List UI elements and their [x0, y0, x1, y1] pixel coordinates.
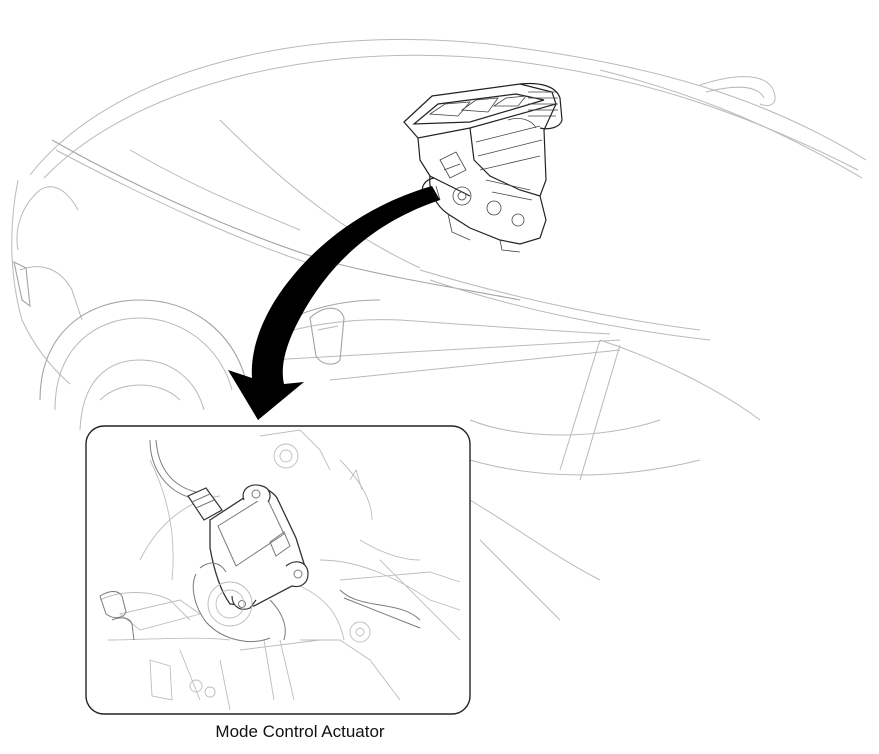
curved-arrow-icon: [228, 186, 440, 420]
detail-inset: [85, 425, 471, 715]
diagram-caption: Mode Control Actuator: [215, 722, 385, 741]
hvac-unit-icon: [403, 82, 563, 253]
